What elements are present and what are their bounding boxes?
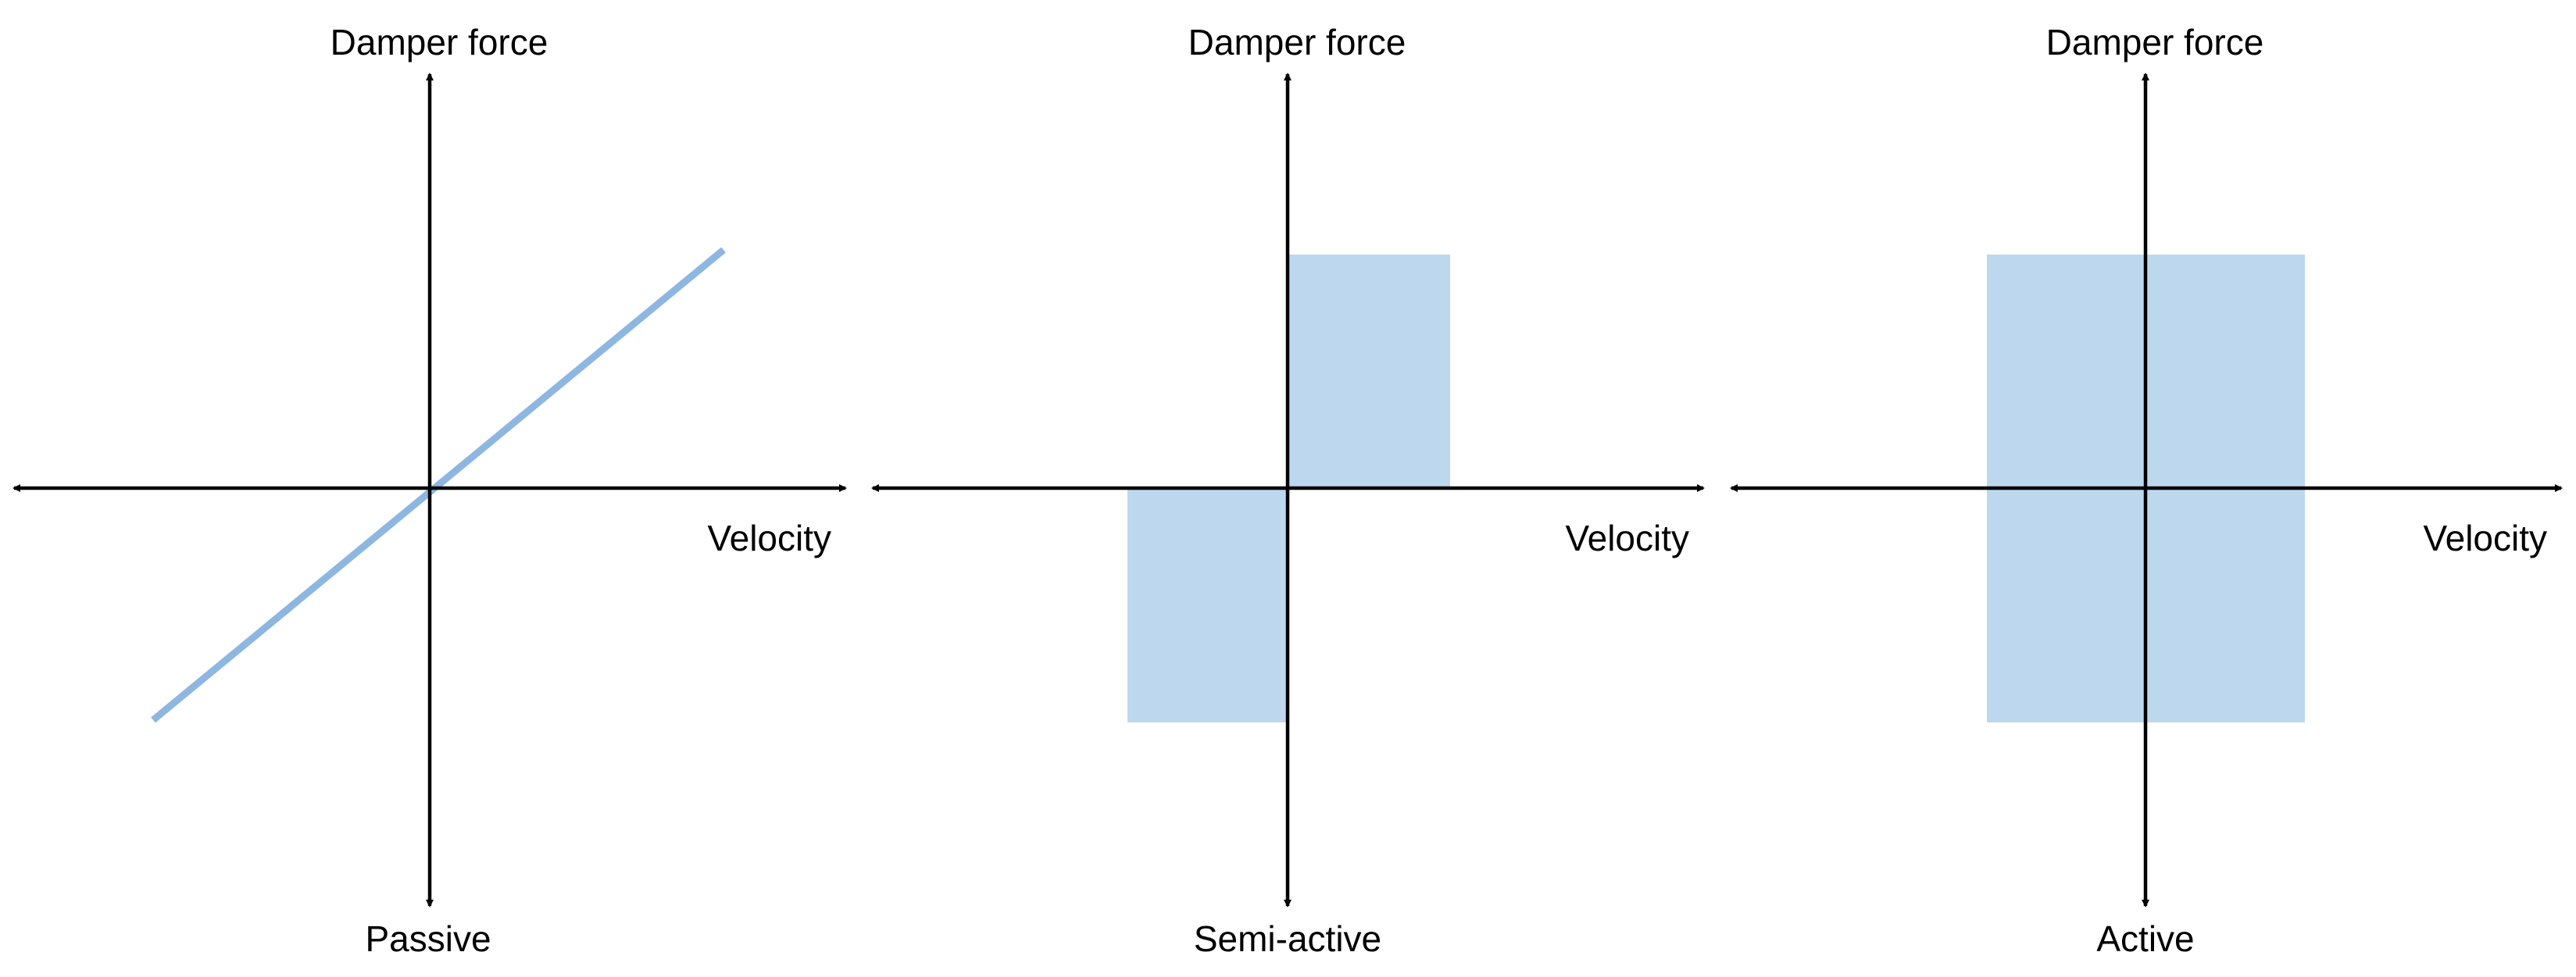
active-x-axis-label: Velocity xyxy=(2423,518,2547,558)
active-caption: Active xyxy=(2096,918,2194,959)
semi-active-region-quadrant-1 xyxy=(1288,255,1450,488)
semi-active-region-quadrant-3 xyxy=(1127,488,1288,722)
passive-x-axis-label: Velocity xyxy=(707,518,831,558)
semi-active-caption: Semi-active xyxy=(1194,918,1381,959)
semi-active-y-axis-label: Damper force xyxy=(1188,22,1406,62)
panel-active: Damper force Velocity Active xyxy=(1730,22,2563,959)
passive-force-velocity-line xyxy=(151,247,726,723)
semi-active-x-axis-label: Velocity xyxy=(1565,518,1689,558)
passive-y-axis-label: Damper force xyxy=(330,22,548,62)
panel-passive: Damper force Velocity Passive xyxy=(13,22,847,959)
panel-semi-active: Damper force Velocity Semi-active xyxy=(871,22,1705,959)
active-y-axis-label: Damper force xyxy=(2046,22,2264,62)
passive-caption: Passive xyxy=(365,918,491,959)
